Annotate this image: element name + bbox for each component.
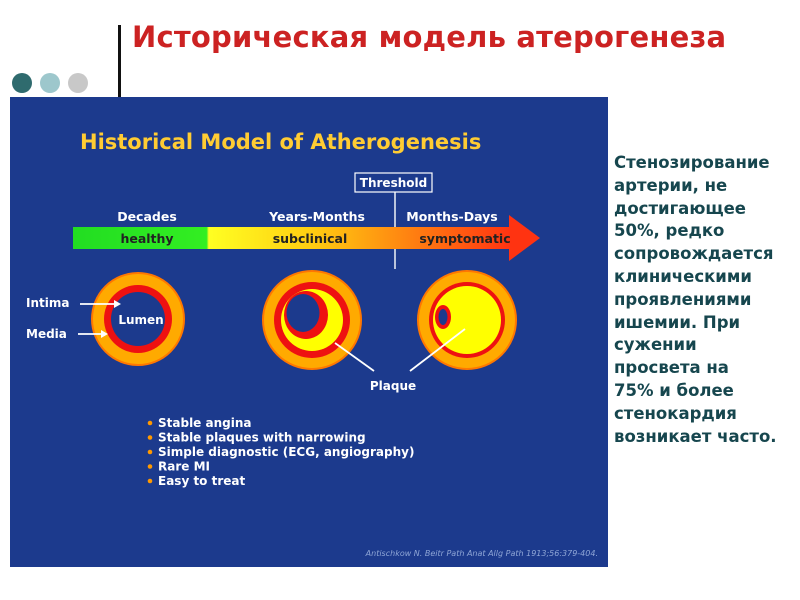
phase-timescale-months-days: Months-Days bbox=[406, 209, 497, 224]
citation: Antischkow N. Beitr Path Anat Allg Path … bbox=[365, 549, 598, 558]
stage-label-healthy: healthy bbox=[120, 231, 173, 246]
progression-bar bbox=[73, 227, 511, 249]
bullet-dot bbox=[147, 478, 153, 484]
bullet-dot bbox=[147, 435, 153, 440]
stenosis-description: Стенозирование артерии, не достигающее 5… bbox=[614, 152, 798, 448]
threshold-box bbox=[354, 172, 433, 193]
dot-1 bbox=[12, 73, 32, 93]
stage-label-symptomatic: symptomatic bbox=[419, 231, 510, 246]
artery-symptomatic bbox=[417, 270, 517, 370]
bullet-item: Simple diagnostic (ECG, angiography) bbox=[158, 445, 414, 459]
artery-subclinical bbox=[262, 270, 362, 370]
media-pointer-head bbox=[101, 330, 108, 338]
figure-title: Historical Model of Atherogenesis bbox=[80, 130, 481, 154]
description-line: достигающее bbox=[614, 198, 746, 218]
dot-2 bbox=[40, 73, 60, 93]
description-line: клиническими bbox=[614, 266, 752, 286]
description-line: проявлениями bbox=[614, 289, 752, 309]
plaque-label: Plaque bbox=[370, 379, 416, 393]
bullet-dot bbox=[147, 420, 153, 426]
description-line: стенокардия bbox=[614, 403, 737, 423]
intima-label: Intima bbox=[26, 296, 69, 310]
atherogenesis-diagram: Historical Model of Atherogenesis Thresh… bbox=[26, 130, 598, 558]
dot-3 bbox=[68, 73, 88, 93]
phase-timescale-years-months: Years-Months bbox=[268, 209, 365, 224]
threshold-label: Threshold bbox=[360, 176, 427, 190]
description-line: сужении bbox=[614, 335, 697, 355]
description-line: сопровождается bbox=[614, 244, 774, 264]
title-divider-bar bbox=[118, 25, 121, 97]
description-line: возникает часто. bbox=[614, 426, 777, 446]
intima-pointer-head bbox=[114, 300, 121, 308]
phase-timescale-decades: Decades bbox=[117, 209, 177, 224]
stage-label-subclinical: subclinical bbox=[273, 231, 348, 246]
description-line: просвета на bbox=[614, 358, 729, 378]
bullet-dot bbox=[147, 449, 153, 455]
progression-arrowhead bbox=[509, 215, 540, 261]
description-line: Стенозирование bbox=[614, 153, 770, 172]
bullet-item: Stable angina bbox=[158, 416, 251, 430]
plaque-pointer-subclinical bbox=[334, 342, 375, 372]
figure-panel: Historical Model of Atherogenesis Thresh… bbox=[10, 97, 608, 567]
bullet-item: Easy to treat bbox=[158, 474, 245, 488]
decorative-dots bbox=[12, 73, 88, 93]
plaque-pointer-symptomatic bbox=[409, 328, 466, 372]
bullet-list: Stable angina Stable plaques with narrow… bbox=[147, 416, 414, 488]
bullet-dot bbox=[147, 464, 153, 469]
media-label: Media bbox=[26, 327, 67, 341]
bullet-item: Stable plaques with narrowing bbox=[158, 431, 366, 445]
lumen-label: Lumen bbox=[118, 313, 163, 327]
description-line: 50%, редко bbox=[614, 221, 725, 241]
artery-healthy bbox=[91, 272, 185, 366]
slide-title: Историческая модель атерогенеза bbox=[132, 20, 727, 54]
description-line: артерии, не bbox=[614, 175, 728, 195]
bullet-item: Rare MI bbox=[158, 460, 210, 474]
description-line: ишемии. При bbox=[614, 312, 741, 332]
description-line: 75% и более bbox=[614, 380, 734, 400]
